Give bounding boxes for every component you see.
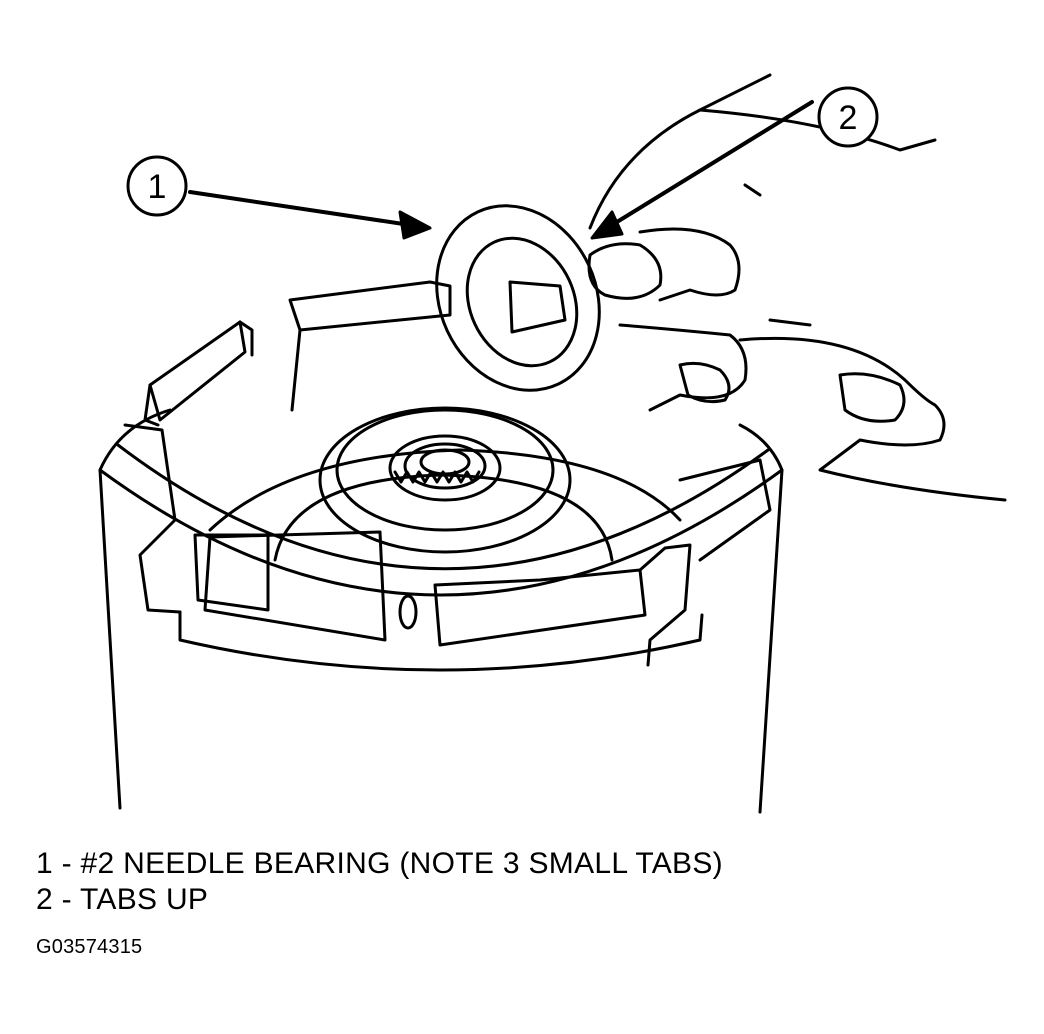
legend: 1 - #2 NEEDLE BEARING (NOTE 3 SMALL TABS… (36, 846, 723, 918)
inner-hub (208, 406, 682, 562)
callout-1-arrow (188, 190, 432, 240)
bearing-installation-illustration: 1 2 (98, 73, 1007, 814)
legend-item-1: 1 - #2 NEEDLE BEARING (NOTE 3 SMALL TABS… (36, 847, 723, 880)
drum-housing (98, 408, 784, 814)
callout-2-number: 2 (839, 99, 858, 137)
legend-item-2: 2 - TABS UP (36, 883, 209, 916)
clutch-tabs (123, 280, 772, 672)
figure-id: G03574315 (36, 936, 143, 958)
callout-2-arrow (590, 100, 814, 240)
callout-2-marker: 2 (817, 86, 879, 148)
callout-1-marker: 1 (126, 155, 188, 217)
callout-1-number: 1 (148, 168, 167, 206)
hand (587, 73, 1007, 502)
